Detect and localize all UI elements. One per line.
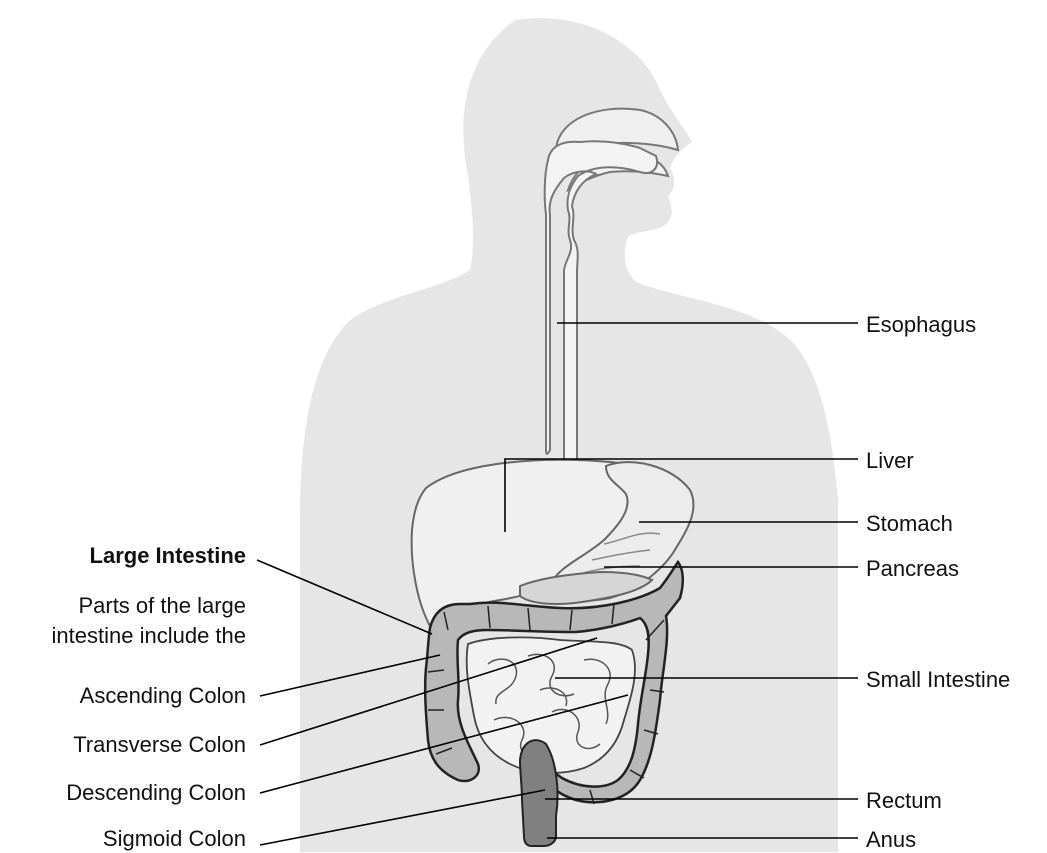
label-parts-line1: Parts of the large	[78, 593, 246, 619]
label-descending-colon: Descending Colon	[66, 780, 246, 806]
label-anus: Anus	[866, 827, 916, 853]
label-esophagus: Esophagus	[866, 312, 976, 338]
label-rectum: Rectum	[866, 788, 942, 814]
label-small-intestine: Small Intestine	[866, 667, 1010, 693]
label-sigmoid-colon: Sigmoid Colon	[103, 826, 246, 852]
label-liver: Liver	[866, 448, 914, 474]
label-pancreas: Pancreas	[866, 556, 959, 582]
label-ascending-colon: Ascending Colon	[80, 683, 246, 709]
label-stomach: Stomach	[866, 511, 953, 537]
label-large-intestine: Large Intestine	[90, 543, 246, 569]
label-transverse-colon: Transverse Colon	[73, 732, 246, 758]
label-parts-line2: intestine include the	[52, 623, 246, 649]
